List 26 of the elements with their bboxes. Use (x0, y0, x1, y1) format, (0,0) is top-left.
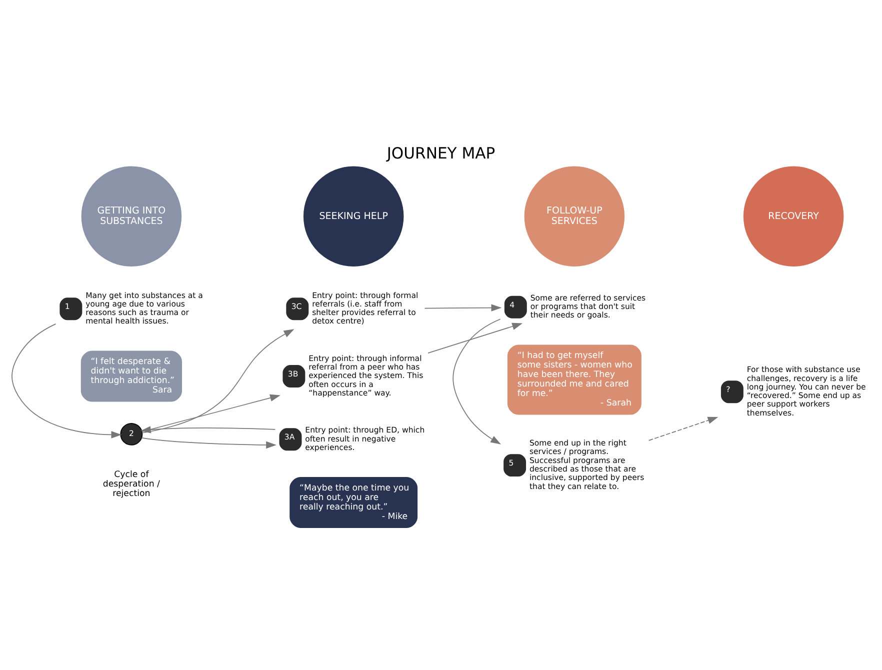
arrow (142, 394, 280, 432)
node-box: “I felt desperate & didn't want to die through addiction.” Sara (80, 350, 182, 402)
node-circle: 2 (120, 422, 143, 446)
arrow (141, 437, 276, 449)
arrow (12, 324, 122, 438)
node-circle: GETTING INTO SUBSTANCES (81, 166, 182, 266)
node-circle: FOLLOW-UP SERVICES (524, 166, 625, 266)
arrow (452, 318, 501, 444)
arrow (428, 322, 523, 354)
node-label: Many get into substances at a young age due to various reasons such as trauma or mental health issues. (86, 290, 203, 326)
node-label: Entry point: through formal referrals (i.e. staff from shelter provides referral to detox centre) (312, 290, 418, 326)
node-label: Some end up in the right services / programs. Successful programs are described as those that are inclusive, supported by peers that they can relate to. (529, 438, 644, 491)
label: Cycle of desperation / rejection (102, 470, 160, 499)
node-circle: SEEKING HELP (303, 166, 404, 266)
node-box: “I had to get myself some sisters - women who have been there. They surrounded me and cared for me.” - Sarah (507, 344, 642, 415)
arrow (140, 426, 276, 434)
arrow (142, 329, 294, 434)
arrow (648, 416, 718, 441)
diagram-title: JOURNEY MAP (386, 144, 496, 162)
node-circle: RECOVERY (743, 166, 844, 266)
node-label: For those with substance use challenges, recovery is a life long journey. You can never be “recovered.” Some end up as peer support workers themselves. (746, 365, 866, 418)
node-label: Entry point: through informal referral from a peer who has experienced the system. This often occurs in a “happenstance” way. (308, 354, 424, 398)
node-label: Some are referred to services or programs that don't suit their needs or goals. (530, 293, 646, 320)
arrow (424, 304, 502, 312)
node-box: “Maybe the one time you reach out, you are really reaching out.” - Mike (290, 476, 418, 528)
node-label: Entry point: through ED, which often result in negative experiences. (305, 426, 425, 452)
